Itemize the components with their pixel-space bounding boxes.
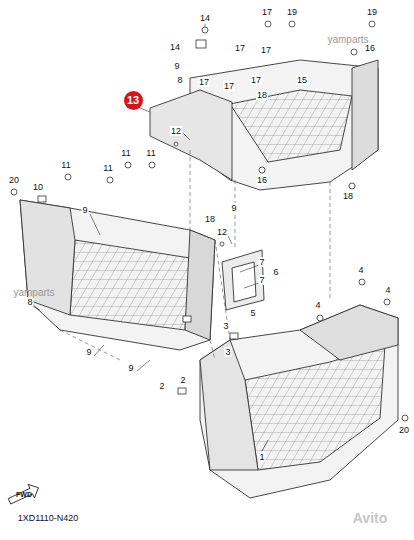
callout-number: 16 <box>256 175 268 185</box>
callout-number: 9 <box>85 347 92 357</box>
callout-number: 19 <box>366 7 378 17</box>
callout-number: 20 <box>398 425 410 435</box>
node-text: 13 <box>127 94 139 106</box>
callout-number: 9 <box>81 205 88 215</box>
watermark: Avito <box>352 513 388 523</box>
node-text: FWD <box>16 491 32 498</box>
callout-number: 3 <box>224 347 231 357</box>
callout-number: 10 <box>32 182 44 192</box>
callout-number: 17 <box>223 81 235 91</box>
callout-number: 6 <box>272 267 279 277</box>
callout-number: 12 <box>170 126 182 136</box>
callout-number: 17 <box>250 75 262 85</box>
callout-number: 2 <box>158 381 165 391</box>
callout-number: 20 <box>8 175 20 185</box>
callout-number: 15 <box>296 75 308 85</box>
callout-number: 11 <box>102 163 113 173</box>
callout-number: 17 <box>234 43 246 53</box>
callout-number: 14 <box>199 13 211 23</box>
callout-number: 4 <box>314 300 321 310</box>
callout-number: 18 <box>204 214 216 224</box>
diagram-code: 1XD1110-N420 <box>17 513 80 523</box>
callout-number: 3 <box>222 321 229 331</box>
callout-number: 4 <box>357 265 364 275</box>
callout-number: 16 <box>364 43 376 53</box>
callout-number: 11 <box>145 148 156 158</box>
callout-number: 2 <box>179 375 186 385</box>
callout-number: 8 <box>26 297 33 307</box>
callout-number: 17 <box>261 7 273 17</box>
callout-number: 8 <box>176 75 183 85</box>
callout-number: 11 <box>120 148 131 158</box>
callout-number: 1 <box>258 452 265 462</box>
callout-number: 19 <box>286 7 298 17</box>
callout-number: 14 <box>169 42 181 52</box>
callout-number: 9 <box>127 363 134 373</box>
callout-number: 9 <box>173 61 180 71</box>
callout-number: 12 <box>216 227 228 237</box>
watermark: yamparts <box>12 288 55 298</box>
callout-number: 11 <box>60 160 71 170</box>
callout-number: 18 <box>256 90 268 100</box>
callout-number: 18 <box>342 191 354 201</box>
callout-number: 5 <box>249 308 256 318</box>
callout-number: 17 <box>260 45 272 55</box>
direction-arrow: FWD <box>7 486 41 503</box>
callout-number: 9 <box>230 203 237 213</box>
callout-number: 4 <box>384 285 391 295</box>
callout-number: 7 <box>258 275 265 285</box>
callout-number: 17 <box>198 77 210 87</box>
callout-number: 7 <box>258 257 265 267</box>
highlight-callout: 13 <box>124 91 143 110</box>
